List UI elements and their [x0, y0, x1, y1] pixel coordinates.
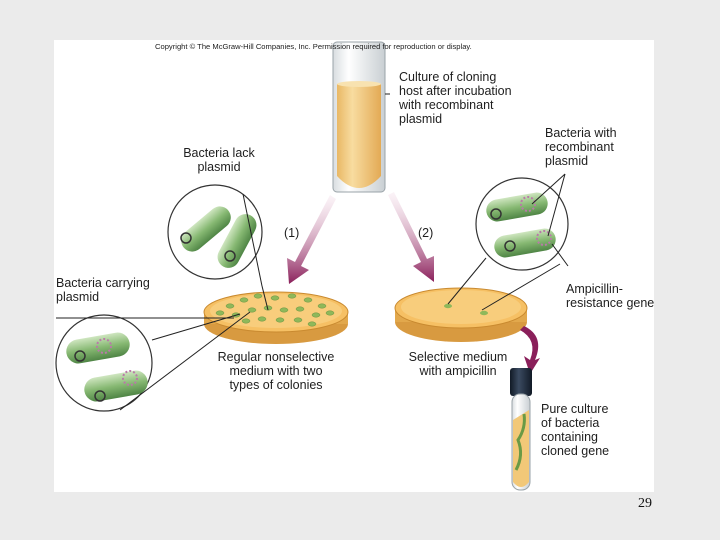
- arrow-3: [520, 326, 540, 374]
- leader-lines: [56, 93, 569, 411]
- lack-plasmid-circle: [167, 184, 263, 280]
- label-bacteria-lack-plasmid: Bacteria lack plasmid: [183, 146, 255, 174]
- label-bacteria-carrying-plasmid: Bacteria carrying plasmid: [56, 276, 150, 304]
- arrow-2: [388, 192, 434, 282]
- pure-culture-tube: [510, 368, 532, 491]
- label-pure-culture: Pure culture of bacteria containing clon…: [541, 402, 610, 458]
- culture-tube: [332, 41, 386, 193]
- label-ampicillin-resistance-gene: Ampicillin- resistance gene: [566, 282, 655, 310]
- slide-number: 29: [638, 496, 652, 511]
- label-selective-medium: Selective medium with ampicillin: [408, 350, 508, 378]
- carrying-plasmid-circle: [55, 314, 153, 412]
- arrow-1: [287, 195, 336, 284]
- label-step-1: (1): [284, 226, 300, 240]
- label-culture: Culture of cloning host after incubation…: [399, 70, 512, 126]
- copyright-notice: Copyright © The McGraw-Hill Companies, I…: [155, 42, 472, 51]
- label-bacteria-with-recombinant: Bacteria with recombinant plasmid: [545, 126, 617, 168]
- selective-dish: [394, 287, 528, 342]
- label-step-2: (2): [418, 226, 434, 240]
- recombinant-circle: [475, 177, 569, 271]
- label-nonselective-medium: Regular nonselective medium with two typ…: [217, 350, 335, 392]
